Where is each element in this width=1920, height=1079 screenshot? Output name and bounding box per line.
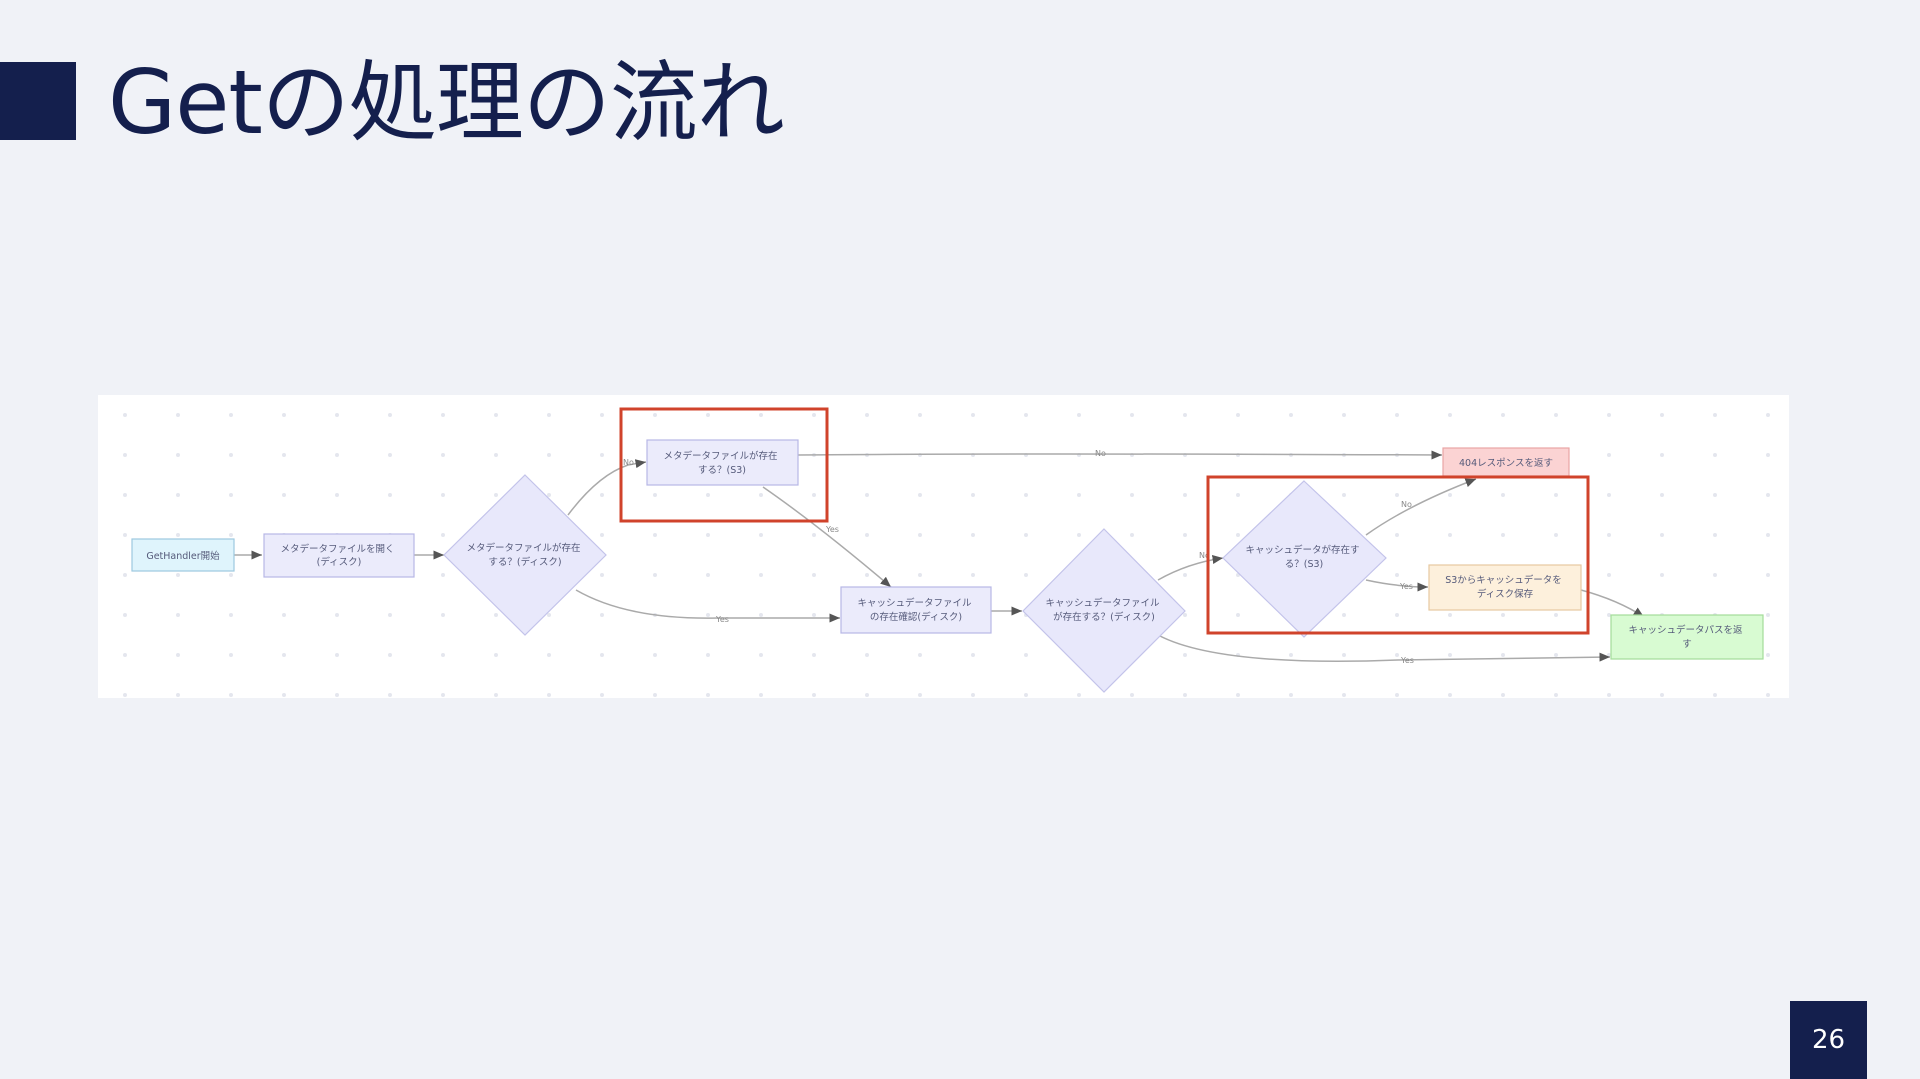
edge-label-yes-2: Yes (825, 525, 839, 534)
node-meta-exists-disk-label: メタデータファイルが存在 する？(ディスク) (466, 542, 583, 568)
flowchart: No Yes No Yes No No Yes Yes GetHandler開始… (98, 395, 1789, 698)
node-return-404 (1442, 447, 1570, 477)
flowchart-panel: No Yes No Yes No No Yes Yes GetHandler開始… (98, 395, 1789, 698)
edge-decision-no-to-s3 (567, 459, 647, 516)
node-meta-exists-s3-label: メタデータファイルが存在 する？(S3) (663, 450, 780, 476)
edge-disk-yes-to-return (1157, 634, 1611, 663)
node-open-meta (263, 533, 415, 578)
node-return-path (1610, 614, 1764, 660)
node-meta-exists-disk (443, 474, 607, 636)
slide-title: Getの処理の流れ (108, 51, 785, 154)
node-cache-exists-disk-label: キャッシュデータファイル が存在する？(ディスク) (1045, 597, 1162, 623)
highlight-box-s3-meta (619, 407, 829, 523)
edge-label-yes-1: Yes (715, 615, 729, 624)
node-start-label: GetHandler開始 (146, 550, 220, 562)
node-cache-confirm-label: キャッシュデータファイル の存在確認(ディスク) (857, 597, 974, 623)
node-save-from-s3-label: S3からキャッシュデータを ディスク保存 (1445, 574, 1565, 600)
edge-label-no-3: No (1199, 551, 1210, 560)
node-meta-exists-s3 (646, 439, 799, 486)
node-start (131, 538, 235, 572)
node-return-404-label: 404レスポンスを返す (1459, 457, 1553, 469)
edge-label-no-1: No (623, 458, 634, 467)
node-save-from-s3 (1428, 564, 1582, 611)
page-number: 26 (1790, 1001, 1867, 1079)
edge-label-yes-4: Yes (1400, 656, 1414, 665)
node-open-meta-label: メタデータファイルを開く (ディスク) (280, 543, 397, 568)
edge-s3-yes-to-cache (762, 486, 892, 588)
edge-s3check-no-to-404 (1365, 478, 1477, 536)
node-cache-confirm (840, 586, 992, 634)
node-cache-exists-s3-label: キャッシュデータが存在す る？(S3) (1245, 544, 1362, 570)
edge-disk-no-to-s3-check (1157, 555, 1224, 581)
edge-s3check-yes-to-save (1365, 579, 1429, 592)
node-return-path-label: キャッシュデータパスを返 す (1628, 624, 1745, 650)
node-cache-exists-disk (1022, 528, 1186, 693)
edge-s3-no-to-404 (797, 450, 1443, 460)
title-marker (0, 62, 76, 140)
edge-label-no-4: No (1401, 500, 1412, 509)
node-cache-exists-s3 (1222, 480, 1387, 638)
edge-label-yes-3: Yes (1399, 582, 1413, 591)
edge-label-no-2: No (1095, 449, 1106, 458)
edge-decision-yes-to-cache (575, 589, 840, 623)
highlight-box-s3-cache (1206, 475, 1590, 635)
